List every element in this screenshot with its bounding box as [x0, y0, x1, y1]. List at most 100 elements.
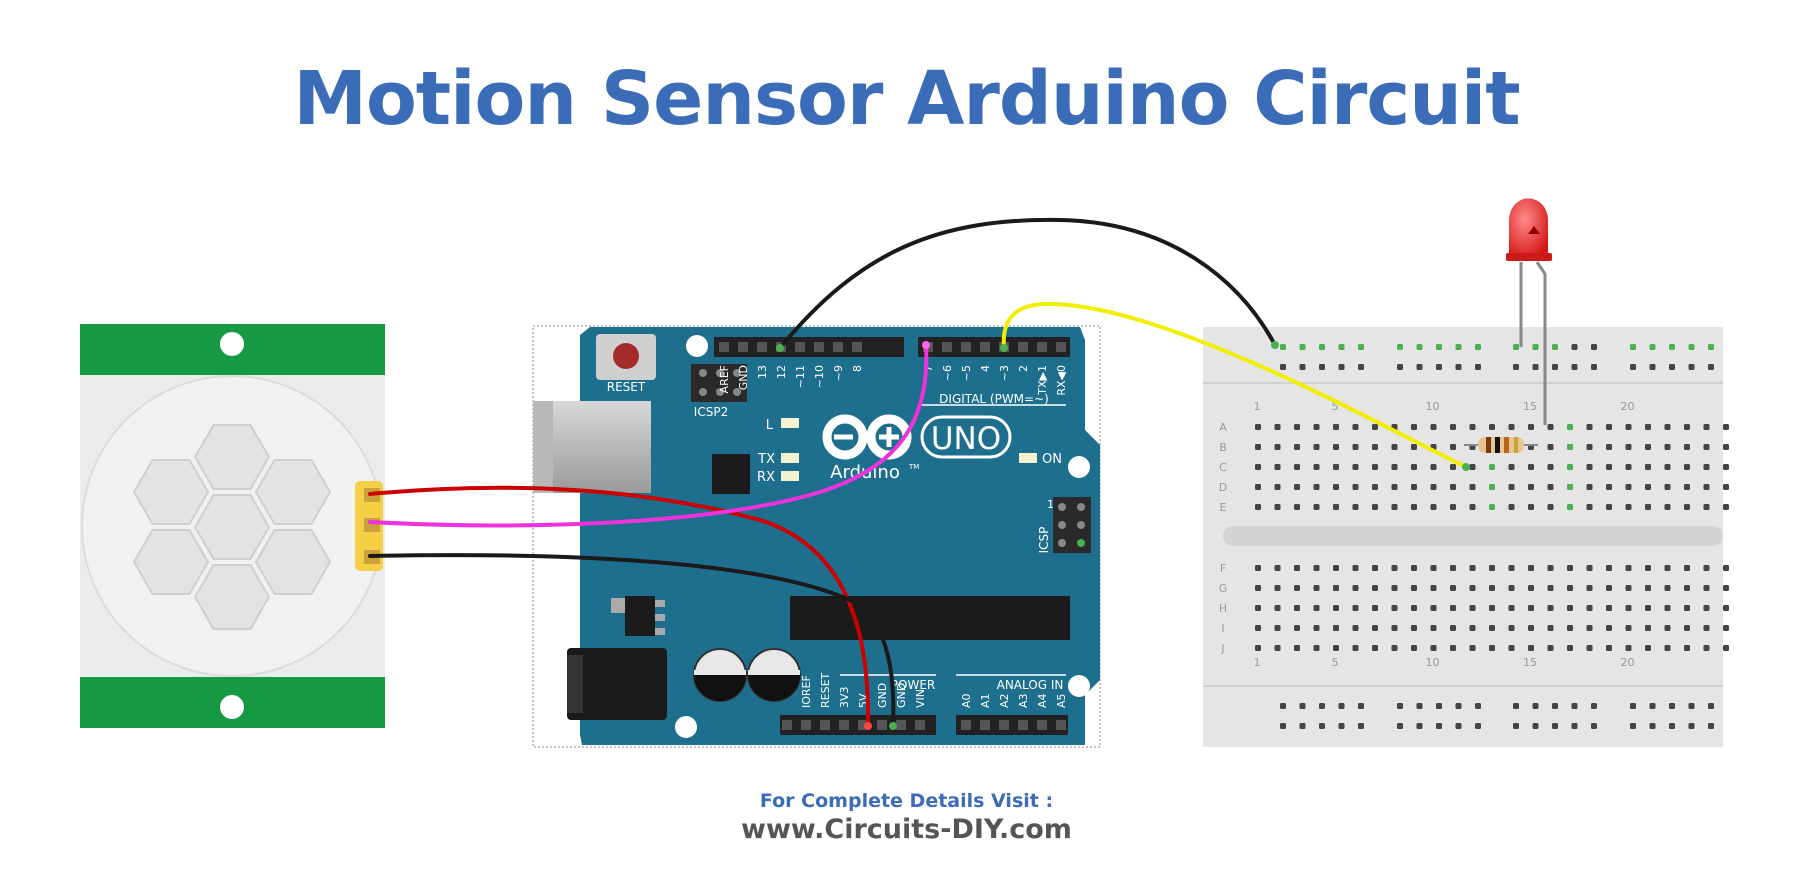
breadboard-hole [1664, 484, 1671, 490]
breadboard-hole [1664, 625, 1671, 631]
breadboard-hole [1586, 605, 1593, 611]
breadboard-hole [1411, 444, 1417, 450]
breadboard-hole [1606, 565, 1612, 571]
digital-header-right [918, 337, 1070, 357]
digital-pin-label: TX▶1 [1036, 365, 1049, 396]
digital-pin-label: ~10 [813, 365, 826, 388]
l-led-label: L [766, 418, 774, 433]
analog-pin-label: A2 [998, 693, 1011, 708]
digital-pin-label: ~3 [998, 365, 1011, 381]
analog-pin [961, 720, 971, 730]
breadboard-hole [1294, 444, 1300, 450]
power-pin [782, 720, 792, 730]
breadboard-hole [1547, 585, 1554, 591]
breadboard-hole [1411, 424, 1417, 430]
breadboard-hole [1294, 484, 1300, 490]
digital-pin-label: ~9 [832, 365, 845, 381]
breadboard-hole [1391, 484, 1398, 490]
footer-url[interactable]: www.Circuits-DIY.com [741, 814, 1072, 845]
breadboard-hole [1299, 364, 1306, 370]
uno-label: UNO [931, 421, 1001, 457]
digital-pin-label: ~6 [941, 365, 954, 381]
breadboard-hole [1703, 625, 1710, 631]
analog-pin-label: A3 [1017, 693, 1030, 708]
digital-pin-label: RX◀0 [1055, 365, 1068, 396]
breadboard-hole [1567, 504, 1573, 510]
breadboard-hole [1586, 484, 1593, 490]
breadboard-hole [1372, 605, 1378, 611]
breadboard-hole [1313, 444, 1320, 450]
breadboard-hole [1547, 645, 1554, 651]
breadboard-hole [1567, 424, 1573, 430]
breadboard-hole [1547, 464, 1554, 470]
breadboard-hole [1547, 504, 1554, 510]
breadboard-hole [1391, 605, 1398, 611]
breadboard-hole [1630, 344, 1636, 350]
breadboard-hole [1489, 585, 1495, 591]
breadboard-hole [1645, 585, 1651, 591]
breadboard-hole [1411, 585, 1417, 591]
breadboard-hole [1450, 444, 1456, 450]
breadboard-hole [1630, 723, 1636, 729]
breadboard-hole [1338, 703, 1345, 709]
breadboard-hole [1664, 464, 1671, 470]
wire-gnd-black-bottom [368, 553, 896, 728]
breadboard-hole [1684, 504, 1690, 510]
breadboard-row-label: C [1219, 461, 1227, 474]
breadboard-hole [1508, 424, 1515, 430]
breadboard-hole [1274, 424, 1281, 430]
breadboard-hole [1703, 585, 1710, 591]
breadboard-hole [1255, 625, 1261, 631]
breadboard-hole [1391, 645, 1398, 651]
breadboard-hole [1571, 344, 1578, 350]
breadboard-hole [1489, 605, 1495, 611]
wires [368, 217, 1468, 728]
breadboard-row-label: E [1220, 501, 1227, 514]
red-led [1506, 198, 1552, 425]
breadboard-hole [1372, 464, 1378, 470]
breadboard-row-label: I [1221, 622, 1224, 635]
breadboard-hole [1338, 344, 1345, 350]
breadboard-hole [1591, 723, 1597, 729]
breadboard-hole [1513, 344, 1519, 350]
breadboard-hole [1723, 504, 1729, 510]
breadboard-hole [1430, 504, 1437, 510]
digital-pin-label: ~11 [794, 365, 807, 388]
breadboard-hole [1547, 565, 1554, 571]
breadboard-hole [1352, 585, 1359, 591]
breadboard-hole [1703, 484, 1710, 490]
breadboard-hole [1391, 444, 1398, 450]
l-led [781, 418, 799, 428]
resistor [1464, 437, 1538, 453]
power-pin [877, 720, 887, 730]
breadboard-hole [1489, 424, 1495, 430]
analog-pin-label: A4 [1036, 693, 1049, 708]
breadboard-hole [1338, 364, 1345, 370]
wire-signal-yellow [1001, 301, 1468, 469]
breadboard-hole [1723, 625, 1729, 631]
breadboard-hole [1606, 625, 1612, 631]
breadboard-hole [1664, 444, 1671, 450]
breadboard-hole [1489, 645, 1495, 651]
digital-pin [833, 342, 843, 352]
breadboard-hole [1664, 565, 1671, 571]
breadboard-hole [1430, 464, 1437, 470]
breadboard-hole [1586, 424, 1593, 430]
breadboard-hole [1606, 645, 1612, 651]
breadboard-hole [1684, 605, 1690, 611]
breadboard-hole [1606, 585, 1612, 591]
analog-pin-label: A5 [1055, 693, 1068, 708]
breadboard-hole [1664, 585, 1671, 591]
breadboard-hole [1547, 444, 1554, 450]
icsp2-label: ICSP2 [694, 405, 728, 419]
breadboard-hole [1669, 344, 1675, 350]
digital-label: DIGITAL (PWM=~) [939, 392, 1049, 406]
breadboard-hole [1455, 344, 1462, 350]
breadboard-hole [1528, 645, 1534, 651]
analog-pin [1056, 720, 1066, 730]
breadboard-hole [1274, 585, 1281, 591]
breadboard-hole [1469, 645, 1476, 651]
breadboard-hole [1391, 504, 1398, 510]
breadboard-hole [1358, 364, 1364, 370]
breadboard-hole [1469, 504, 1476, 510]
